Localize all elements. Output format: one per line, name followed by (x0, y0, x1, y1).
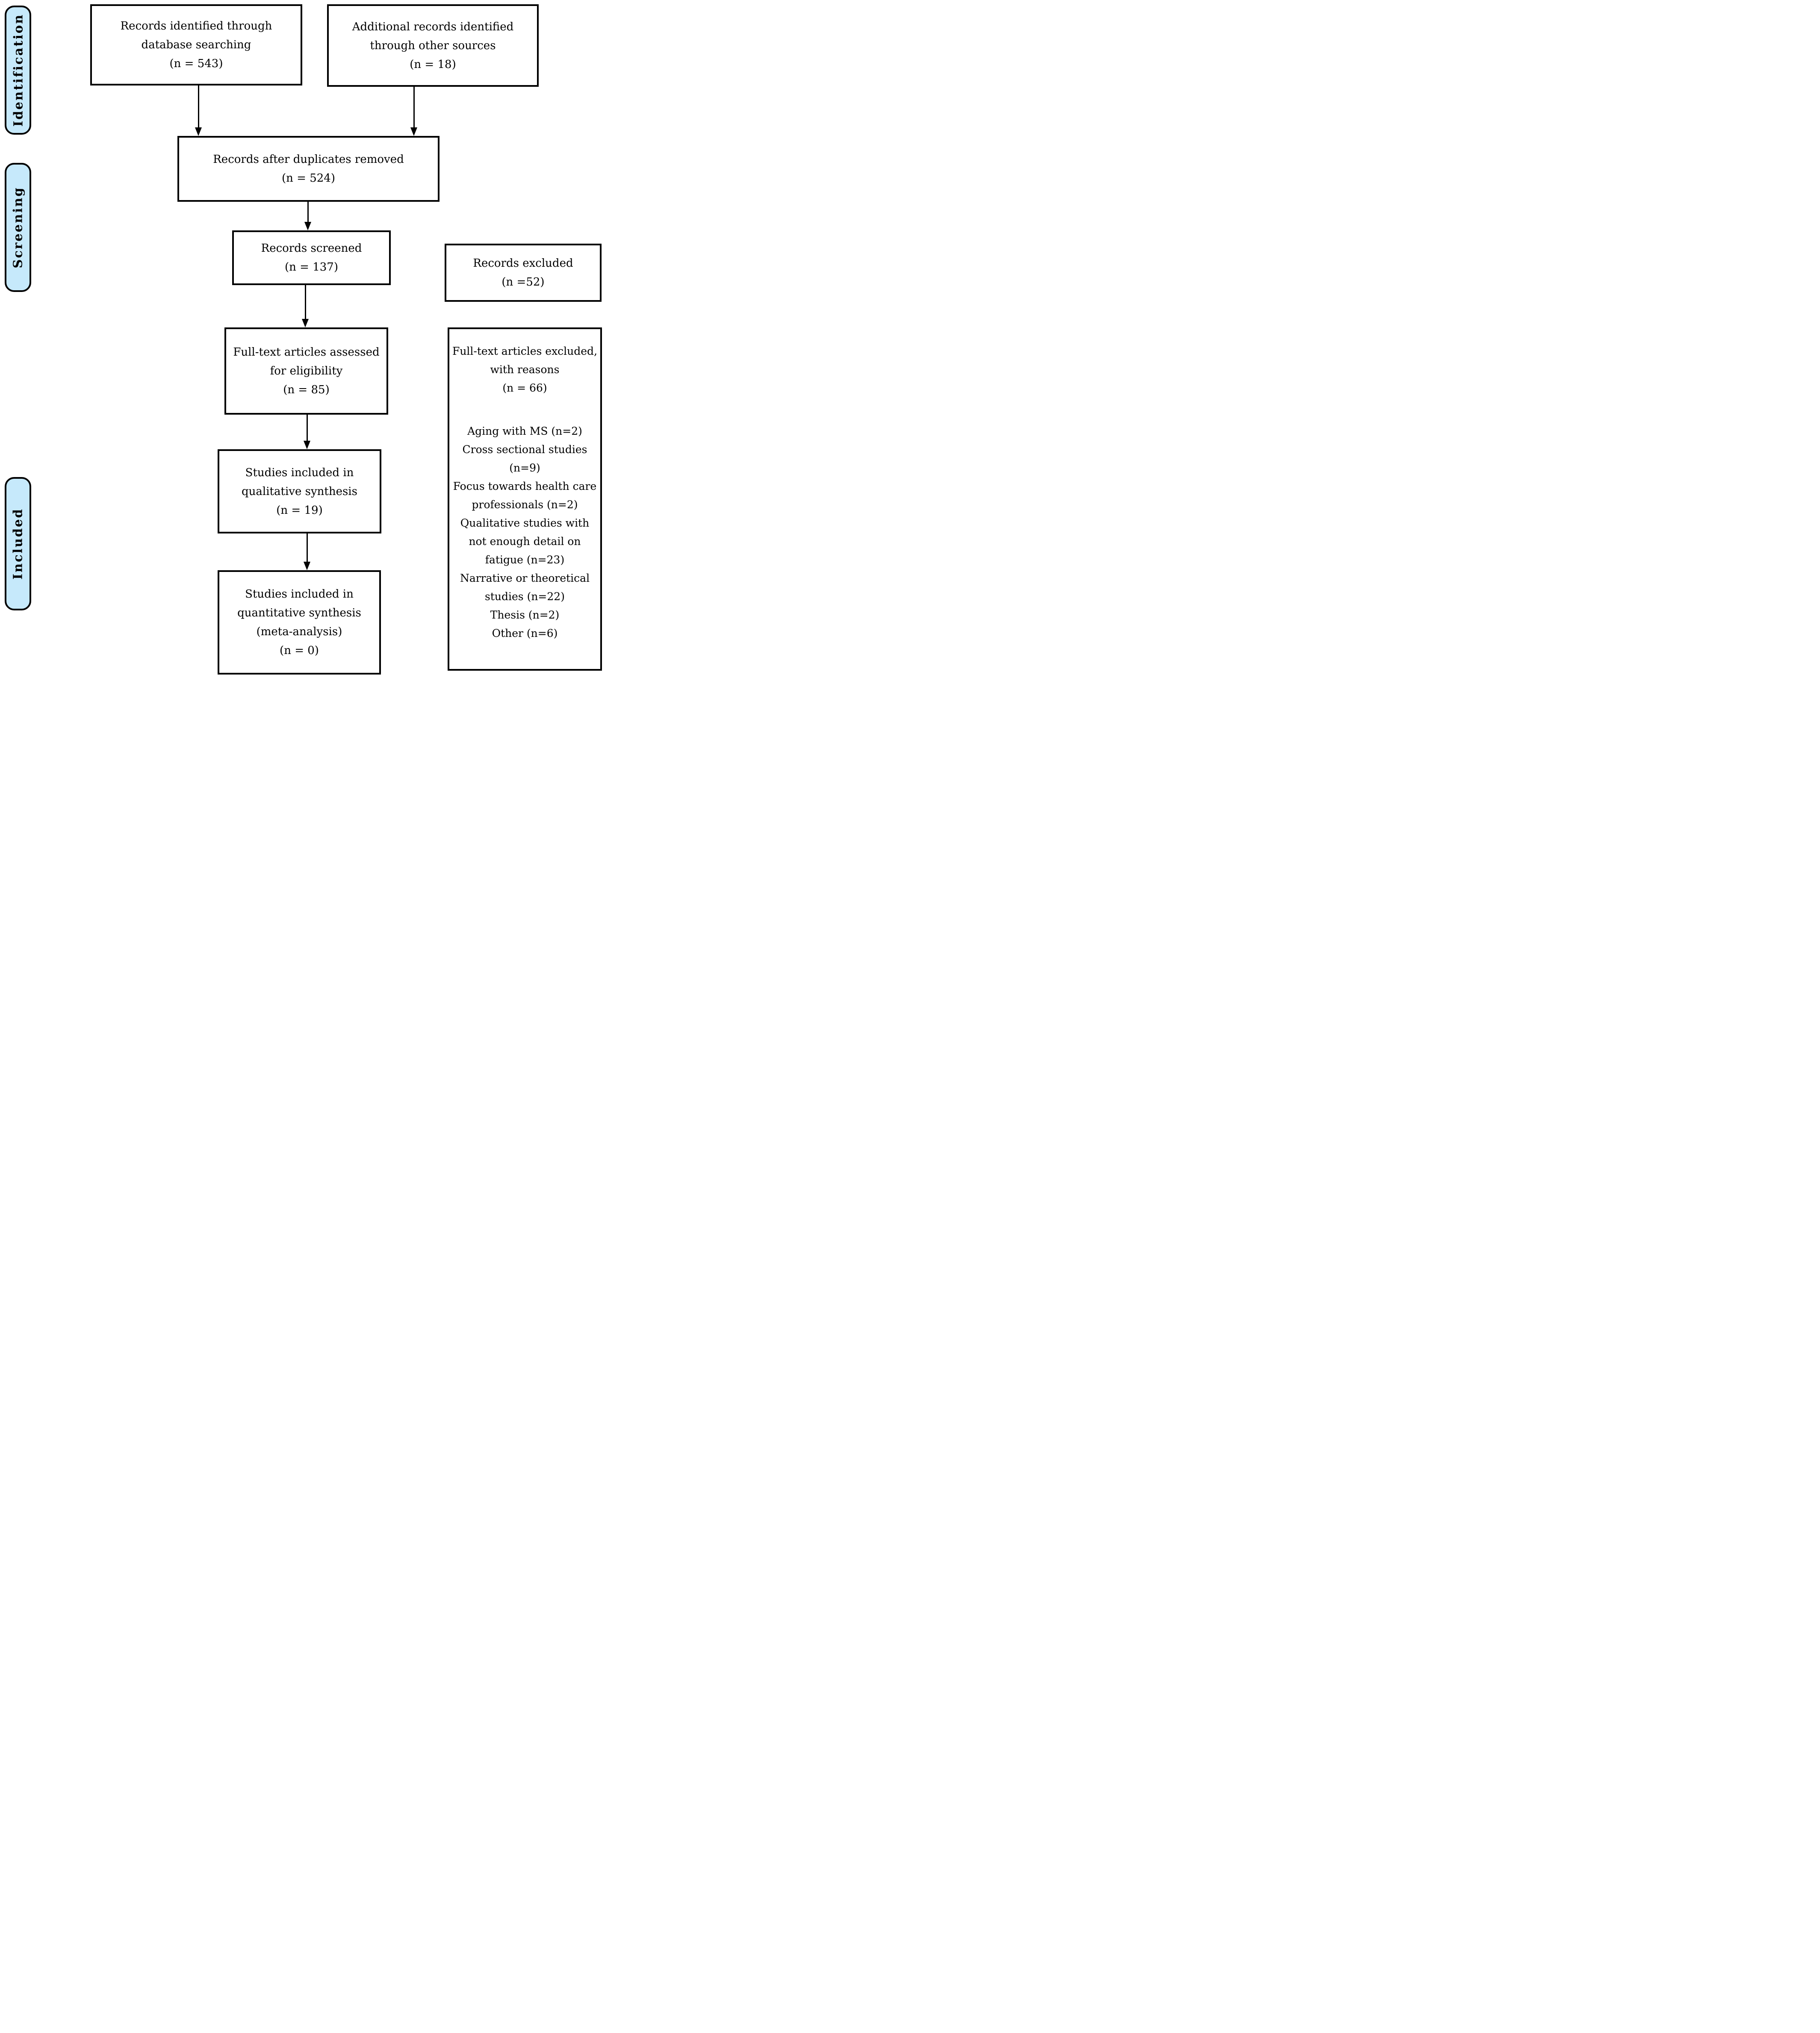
box-line: with reasons (490, 363, 560, 376)
box-line: Studies included in (245, 466, 354, 479)
arrow-shaft (307, 202, 309, 222)
arrow-down-icon (304, 441, 310, 449)
arrow-shaft (304, 285, 306, 319)
box-line: (meta-analysis) (256, 625, 342, 638)
box-records-identified: Records identified through database sear… (90, 4, 302, 85)
box-line: Additional records identified (352, 20, 514, 33)
box-line: (n = 0) (280, 644, 319, 657)
exclusion-reason: (n=9) (509, 462, 540, 474)
exclusion-reason: Aging with MS (n=2) (467, 425, 582, 437)
stage-included-label: Included (11, 508, 26, 580)
box-records-screened: Records screened (n = 137) (232, 230, 391, 285)
arrow-shaft (306, 533, 308, 562)
box-additional-records: Additional records identified through ot… (327, 4, 539, 87)
exclusion-reason: Other (n=6) (492, 627, 558, 639)
arrow-down-icon (195, 127, 202, 136)
box-line: Records identified through (120, 20, 272, 32)
flow-arrow-dedup-to-screened (304, 202, 311, 230)
box-line: (n = 18) (410, 58, 456, 71)
arrow-shaft (413, 87, 415, 127)
box-line: Records screened (261, 242, 362, 255)
flow-arrow-fulltext-to-qualitative (304, 415, 310, 449)
exclusion-reason: fatigue (n=23) (485, 554, 565, 566)
stage-identification: Identification (5, 6, 31, 135)
box-line: (n = 66) (502, 382, 547, 394)
box-line: (n =52) (501, 276, 545, 289)
exclusion-reason: professionals (n=2) (472, 498, 578, 511)
box-line: for eligibility (270, 365, 343, 377)
box-line: Full-text articles excluded, (452, 345, 598, 357)
arrow-down-icon (304, 562, 310, 570)
flow-arrow-additional-to-dedup (410, 87, 417, 136)
stage-included: Included (5, 477, 31, 610)
box-line: Full-text articles assessed (233, 346, 380, 359)
box-fulltext-assessed: Full-text articles assessed for eligibil… (224, 327, 388, 415)
exclusion-reason: Qualitative studies with (460, 517, 590, 529)
box-line: qualitative synthesis (242, 485, 357, 498)
flow-arrow-qualitative-to-quantitative (304, 533, 310, 570)
arrow-shaft (306, 415, 308, 441)
box-records-excluded: Records excluded (n =52) (445, 244, 602, 302)
prisma-flow-diagram: Identification Screening Included Record… (0, 0, 607, 678)
box-line: (n = 85) (283, 383, 330, 396)
arrow-down-icon (304, 222, 311, 230)
box-quantitative-synthesis: Studies included in quantitative synthes… (218, 570, 381, 675)
exclusion-reason: not enough detail on (469, 535, 581, 548)
box-qualitative-synthesis: Studies included in qualitative synthesi… (218, 449, 381, 533)
flow-arrow-screened-to-fulltext (302, 285, 309, 327)
exclusion-reason: Thesis (n=2) (490, 609, 560, 621)
box-line: (n = 524) (282, 172, 335, 185)
exclusion-reason: Focus towards health care (453, 480, 597, 492)
exclusion-reason: studies (n=22) (485, 590, 565, 603)
box-line: Records excluded (473, 257, 573, 270)
stage-screening-label: Screening (11, 186, 25, 268)
box-line: (n = 19) (276, 504, 323, 517)
box-fulltext-excluded: Full-text articles excluded, with reason… (448, 327, 602, 671)
arrow-down-icon (410, 127, 417, 136)
box-line: quantitative synthesis (237, 607, 361, 619)
stage-identification-label: Identification (11, 13, 26, 127)
arrow-down-icon (302, 319, 309, 327)
arrow-shaft (198, 85, 199, 127)
box-line: through other sources (370, 39, 496, 52)
box-line: (n = 137) (285, 261, 338, 274)
exclusion-reason: Narrative or theoretical (460, 572, 590, 584)
stage-screening: Screening (5, 163, 31, 292)
box-line: database searching (141, 38, 251, 51)
flow-arrow-identified-to-dedup (195, 85, 202, 136)
exclusion-reason: Cross sectional studies (462, 443, 587, 456)
box-line: (n = 543) (169, 57, 223, 70)
box-line: Records after duplicates removed (213, 153, 404, 166)
box-line: Studies included in (245, 588, 354, 601)
box-duplicates-removed: Records after duplicates removed (n = 52… (177, 136, 440, 202)
